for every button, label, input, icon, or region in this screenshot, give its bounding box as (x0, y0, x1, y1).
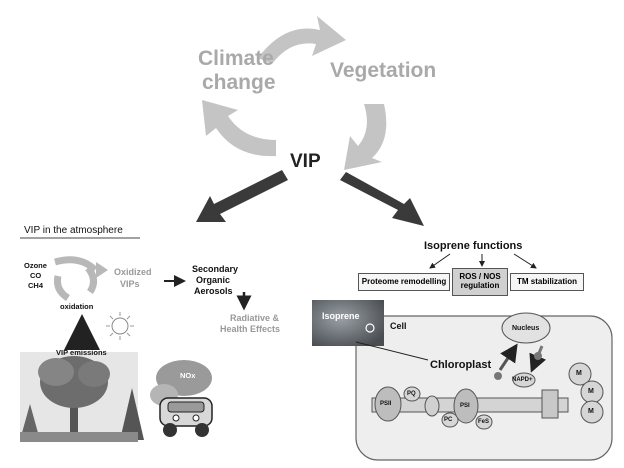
leaf-isoprene-label: Isoprene (322, 311, 360, 321)
oxidation-curve-top (54, 256, 98, 273)
membrane-label-pc: PC (444, 417, 453, 423)
arrow-chloroplast-to-nucleus (498, 343, 518, 371)
signal-molecule-icon (494, 352, 542, 380)
soa-label-1: Secondary (192, 264, 239, 274)
membrane-label-psii: PSII (380, 401, 392, 407)
arrow-vip-to-atmosphere (196, 170, 288, 222)
membrane-label-psi: PSI (460, 403, 470, 409)
membrane-label-fes: FeS (478, 419, 490, 425)
gas-ozone: Ozone (24, 261, 47, 270)
soa-label-2: Organic (196, 275, 231, 285)
function-ros-nos-regulation: ROS / NOS regulation (452, 268, 508, 296)
effects-label-1: Radiative & (230, 313, 280, 323)
leaf-cell-marker (365, 323, 375, 333)
membrane-label-nadph: NAPD+ (512, 377, 533, 383)
mitochondrion-label-2: M (588, 388, 594, 395)
cycle-arrow-climate-to-vegetation (258, 16, 346, 64)
gas-ch4: CH4 (28, 281, 44, 290)
function-proteome-remodelling: Proteome remodelling (358, 273, 450, 291)
arrow-to-proteome (429, 253, 451, 269)
oxidized-vips-label-1: Oxidized (114, 267, 152, 277)
arrow-vip-to-isoprene (340, 172, 424, 226)
chloroplast-label: Chloroplast (430, 359, 492, 371)
oxidized-vips-label-2: VIPs (120, 279, 140, 289)
oxidation-label: oxidation (60, 302, 94, 311)
car-emissions-cartoon (150, 352, 230, 444)
function-tm-stabilization: TM stabilization (510, 273, 584, 291)
cycle-arrow-vegetation-to-vip (344, 104, 387, 170)
membrane-label-pq: PQ (407, 391, 416, 397)
isoprene-functions-title: Isoprene functions (424, 240, 523, 252)
soa-label-3: Aerosols (194, 286, 233, 296)
sun-icon (106, 312, 134, 340)
mitochondrion-1 (568, 362, 592, 386)
cell-label: Cell (390, 321, 407, 331)
gas-co: CO (30, 271, 42, 280)
nox-label: NOx (180, 371, 196, 380)
mitochondrion-label-1: M (576, 370, 582, 377)
nucleus (501, 312, 551, 344)
thylakoid-membrane (371, 372, 569, 430)
leaf-to-chloroplast-line (355, 341, 429, 361)
climate-change-label-1: Climate (198, 47, 274, 70)
vip-label: VIP (290, 151, 321, 172)
arrow-to-tm (513, 253, 537, 269)
forest-photo (20, 352, 144, 442)
mitochondrion-3 (580, 400, 604, 424)
vip-emissions-label: VIP emissions (56, 348, 107, 357)
leaf-photo (312, 300, 384, 346)
atmosphere-title: VIP in the atmosphere (24, 225, 123, 236)
effects-label-2: Health Effects (220, 324, 281, 334)
oxidation-curve-right (85, 265, 97, 294)
mitochondrion-label-3: M (588, 408, 594, 415)
oxidation-curve-left (54, 275, 70, 301)
cycle-arrow-vip-to-climate (202, 100, 276, 157)
vegetation-label: Vegetation (330, 59, 437, 82)
nucleus-label: Nucleus (512, 325, 540, 332)
oxidation-arrowhead (96, 262, 108, 278)
cell-outline (355, 315, 613, 461)
climate-change-label-2: change (202, 71, 276, 94)
